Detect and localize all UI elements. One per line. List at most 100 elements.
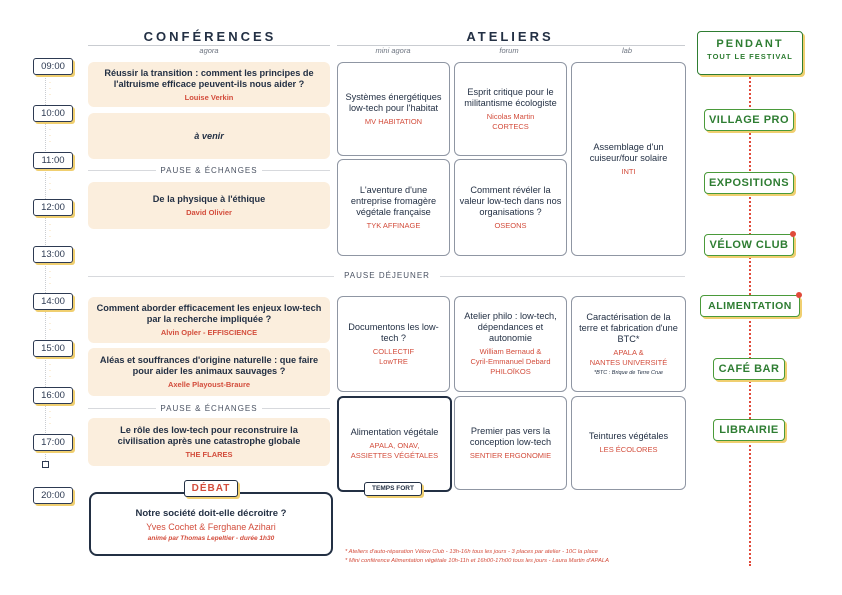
atelier-title: Atelier philo : low-tech, dépendances et… xyxy=(464,311,557,343)
velow-club-badge[interactable]: VÉLOW CLUB xyxy=(704,231,796,256)
side-item-label: VÉLOW CLUB xyxy=(709,239,789,251)
timeline-dots: ··· xyxy=(49,80,51,98)
conference-speaker: Axelle Playoust-Braure xyxy=(167,380,251,389)
time-1700: 17:00 xyxy=(33,434,73,451)
atelier-card[interactable]: Teintures végétales LES ÉCOLORES xyxy=(571,396,686,490)
expositions-badge[interactable]: EXPOSITIONS xyxy=(704,172,794,194)
side-item-label: CAFÉ BAR xyxy=(718,363,780,375)
lunch-pause-label: PAUSE DÉJEUNER xyxy=(344,271,430,280)
conferences-heading: CONFÉRENCES xyxy=(143,29,277,44)
alimentation-badge[interactable]: ALIMENTATION xyxy=(700,292,802,317)
atelier-card[interactable]: L'aventure d'une entreprise fromagère vé… xyxy=(337,159,450,256)
atelier-card[interactable]: Atelier philo : low-tech, dépendances et… xyxy=(454,296,567,392)
time-1300: 13:00 xyxy=(33,246,73,263)
debate-moderator: animé par Thomas Lepeltier - durée 1h30 xyxy=(147,535,275,542)
pause-label: PAUSE & ÉCHANGES xyxy=(160,404,258,413)
timeline-dots: ··· xyxy=(49,222,51,240)
cafe-bar-badge[interactable]: CAFÉ BAR xyxy=(713,358,785,380)
pause-rule xyxy=(88,276,334,277)
pause-rule xyxy=(88,170,156,171)
conference-speaker: THE FLARES xyxy=(185,450,233,459)
atelier-org: William Bernaud & Cyril-Emmanuel Debard … xyxy=(470,347,551,376)
conference-slot[interactable]: Réussir la transition : comment les prin… xyxy=(88,62,330,107)
atelier-org: LES ÉCOLORES xyxy=(599,445,658,454)
atelier-org: INTI xyxy=(621,166,636,176)
conference-speaker: Alvin Opler - EFFISCIENCE xyxy=(160,328,258,337)
conferences-venue: agora xyxy=(199,46,219,55)
pause-label: PAUSE & ÉCHANGES xyxy=(160,166,258,175)
conference-slot[interactable]: Aléas et souffrances d'origine naturelle… xyxy=(88,348,330,396)
conference-title: à venir xyxy=(194,130,224,141)
librairie-badge[interactable]: LIBRAIRIE xyxy=(713,419,785,441)
conference-title: Le rôle des low-tech pour reconstruire l… xyxy=(117,425,301,446)
debate-title: Notre société doit-elle décroitre ? xyxy=(135,508,287,519)
atelier-title: Comment révéler la valeur low-tech dans … xyxy=(459,184,562,217)
time-1200: 12:00 xyxy=(33,199,73,216)
notification-dot-icon xyxy=(790,231,796,237)
conference-slot[interactable]: Le rôle des low-tech pour reconstruire l… xyxy=(88,418,330,466)
notification-dot-icon xyxy=(796,292,802,298)
atelier-org: COLLECTIF LowTRE xyxy=(372,346,415,366)
conference-title: Aléas et souffrances d'origine naturelle… xyxy=(99,355,319,376)
timeline-end-marker xyxy=(42,461,49,468)
atelier-org: Nicolas Martin CORTECS xyxy=(486,111,535,131)
atelier-org: APALA & NANTES UNIVERSITÉ xyxy=(589,348,668,367)
conference-slot[interactable]: De la physique à l'éthique David Olivier xyxy=(88,182,330,229)
conference-speaker: David Olivier xyxy=(186,208,232,217)
atelier-note: *BTC : Brique de Terre Crue xyxy=(594,370,663,376)
atelier-title: Teintures végétales xyxy=(588,431,669,441)
atelier-card[interactable]: Assemblage d'un cuiseur/four solaire INT… xyxy=(571,62,686,256)
time-0900: 09:00 xyxy=(33,58,73,75)
footnote: * Ateliers d'auto-réparation Vélow Club … xyxy=(345,549,598,555)
debate-badge: DÉBAT xyxy=(184,480,238,497)
timeline-dots: ··· xyxy=(49,409,51,427)
side-item-label: EXPOSITIONS xyxy=(708,177,790,189)
conference-slot[interactable]: à venir xyxy=(88,113,330,159)
side-item-label: VILLAGE PRO xyxy=(708,114,790,126)
pendant-title: PENDANT xyxy=(716,38,784,50)
conference-title: Réussir la transition : comment les prin… xyxy=(104,67,314,89)
conference-title: De la physique à l'éthique xyxy=(152,194,266,204)
atelier-card[interactable]: Systèmes énergétiques low-tech pour l'ha… xyxy=(337,62,450,156)
atelier-title: Systèmes énergétiques low-tech pour l'ha… xyxy=(345,91,442,113)
atelier-org: TYK AFFINAGE xyxy=(366,220,421,230)
side-item-label: ALIMENTATION xyxy=(708,300,792,312)
timeline-dots: ··· xyxy=(49,315,51,333)
pendant-subtitle: TOUT LE FESTIVAL xyxy=(707,52,793,61)
atelier-org: OSEONS xyxy=(494,220,527,230)
village-pro-badge[interactable]: VILLAGE PRO xyxy=(704,109,794,131)
atelier-card[interactable]: Documentons les low-tech ? COLLECTIF Low… xyxy=(337,296,450,392)
debate-card[interactable]: Notre société doit-elle décroitre ? Yves… xyxy=(89,492,333,556)
atelier-org: MV HABITATION xyxy=(364,116,423,126)
conference-slot[interactable]: Comment aborder efficacement les enjeux … xyxy=(88,297,330,343)
atelier-card-highlight[interactable]: Alimentation végétale APALA, ONAV, ASSIE… xyxy=(337,396,452,492)
atelier-title: Caractérisation de la terre et fabricati… xyxy=(579,312,678,344)
atelier-title: Assemblage d'un cuiseur/four solaire xyxy=(589,141,668,163)
conferences-rule xyxy=(88,45,330,46)
pause-rule xyxy=(262,170,330,171)
pause-rule xyxy=(440,276,685,277)
atelier-title: Documentons les low-tech ? xyxy=(348,321,439,343)
atelier-card[interactable]: Comment révéler la valeur low-tech dans … xyxy=(454,159,567,256)
time-1000: 10:00 xyxy=(33,105,73,122)
temps-fort-badge: TEMPS FORT xyxy=(364,482,422,496)
timeline-dots: ··· xyxy=(49,269,51,287)
conference-speaker: Louise Verkin xyxy=(184,92,234,102)
time-1100: 11:00 xyxy=(33,152,73,169)
atelier-card[interactable]: Esprit critique pour le militantisme éco… xyxy=(454,62,567,156)
timeline-dots: ··· xyxy=(49,175,51,193)
debate-speakers: Yves Cochet & Ferghane Azihari xyxy=(146,522,276,532)
timeline-dots: ··· xyxy=(49,127,51,145)
atelier-org: SENTIER ERGONOMIE xyxy=(469,450,552,460)
atelier-title: Alimentation végétale xyxy=(350,427,439,437)
atelier-org: APALA, ONAV, ASSIETTES VÉGÉTALES xyxy=(350,441,439,460)
atelier-card[interactable]: Premier pas vers la conception low-tech … xyxy=(454,396,567,490)
time-1500: 15:00 xyxy=(33,340,73,357)
ateliers-heading: ATELIERS xyxy=(466,29,554,44)
atelier-title: Esprit critique pour le militantisme éco… xyxy=(464,86,557,108)
timeline-line xyxy=(45,75,46,465)
ateliers-venue-2: forum xyxy=(499,46,519,55)
atelier-card[interactable]: Caractérisation de la terre et fabricati… xyxy=(571,296,686,392)
time-1600: 16:00 xyxy=(33,387,73,404)
ateliers-venue-3: lab xyxy=(621,46,632,55)
